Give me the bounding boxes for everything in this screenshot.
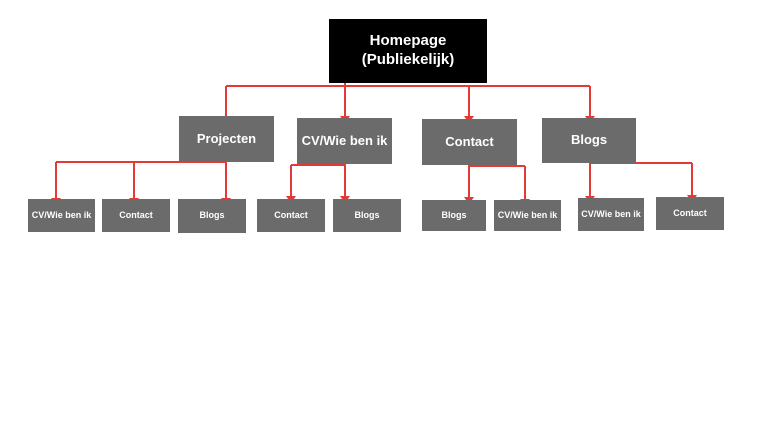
homepage-subtitle: (Publiekelijk) xyxy=(361,51,455,68)
child-node: Blogs xyxy=(178,199,246,233)
cv-connectors xyxy=(286,164,350,203)
child-label: Contact xyxy=(673,207,707,218)
child-node: Blogs xyxy=(333,199,401,232)
section-node-contact: Contact xyxy=(422,119,517,165)
child-label: Blogs xyxy=(354,209,380,220)
section-node-cv: CV/Wie ben ik xyxy=(297,118,392,164)
homepage-node: Homepage (Publiekelijk) xyxy=(329,19,487,83)
section-label: CV/Wie ben ik xyxy=(301,132,388,148)
child-node: CV/Wie ben ik xyxy=(28,199,95,232)
child-label: CV/Wie ben ik xyxy=(497,209,558,220)
child-node: Contact xyxy=(257,199,325,232)
child-label: CV/Wie ben ik xyxy=(581,208,641,219)
section-label: Contact xyxy=(445,133,494,149)
child-node: Contact xyxy=(656,197,724,230)
child-node: Blogs xyxy=(422,200,486,231)
child-node: CV/Wie ben ik xyxy=(578,198,644,231)
child-label: CV/Wie ben ik xyxy=(31,209,92,220)
child-label: Contact xyxy=(119,209,153,220)
section-node-blogs: Blogs xyxy=(542,118,636,163)
child-label: Contact xyxy=(274,209,308,220)
section-label: Projecten xyxy=(196,130,257,146)
child-node: CV/Wie ben ik xyxy=(494,200,561,231)
child-label: Blogs xyxy=(199,210,225,221)
root-connectors xyxy=(221,83,595,123)
child-node: Contact xyxy=(102,199,170,232)
homepage-title: Homepage xyxy=(369,32,447,50)
section-node-projecten: Projecten xyxy=(179,116,274,162)
child-label: Blogs xyxy=(441,209,467,220)
section-label: Blogs xyxy=(570,132,608,148)
